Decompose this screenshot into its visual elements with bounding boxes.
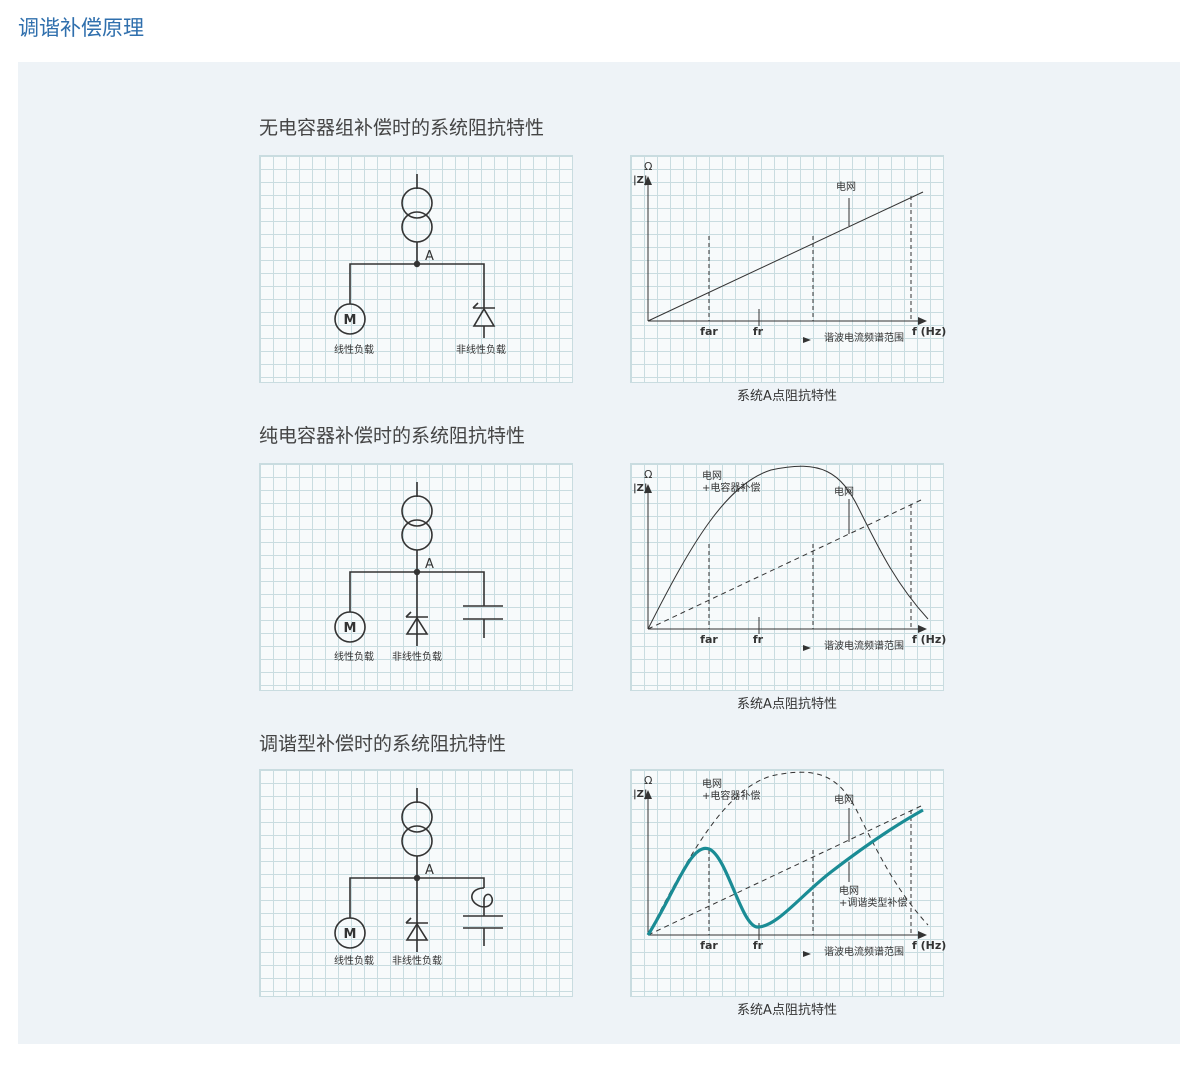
nonlinear-load-label: 非线性负载 [456, 343, 506, 356]
node-a-label: A [425, 863, 434, 878]
transformer-coil-top [401, 495, 433, 527]
node-a-dot [413, 874, 421, 882]
harmonic-range-label: 谐波电流频谱范围 [824, 945, 904, 958]
z-axis-label: |Z| [633, 789, 648, 800]
transformer-coil-top [401, 187, 433, 219]
grid-curve-label: 电网 [836, 180, 856, 193]
z-axis-label: |Z| [633, 175, 648, 186]
far-label: far [700, 939, 718, 952]
linear-load-label: 线性负载 [334, 954, 374, 967]
thyristor-triangle [405, 922, 429, 941]
motor-circle [334, 303, 366, 335]
section-title-no-compensation: 无电容器组补偿时的系统阻抗特性 [259, 117, 545, 139]
x-axis-arrow [918, 317, 927, 325]
motor-circle [334, 917, 366, 949]
linear-load-label: 线性负载 [334, 650, 374, 663]
node-a-label: A [425, 557, 434, 572]
harmonic-range-label: 谐波电流频谱范围 [824, 639, 904, 652]
omega-label: Ω [644, 774, 652, 787]
bus-bar [349, 263, 485, 308]
z-axis-label: |Z| [633, 483, 648, 494]
far-label: far [700, 325, 718, 338]
omega-label: Ω [644, 160, 652, 173]
linear-load-label: 线性负载 [334, 343, 374, 356]
thyristor-gate [472, 302, 479, 309]
x-axis-arrow [918, 625, 927, 633]
graph-svg-2: Ω |Z| 电网 +电容器补偿 电网 far fr 谐波电流频谱范围 f (Hz… [633, 465, 946, 652]
graph-caption-1: 系统A点阻抗特性 [737, 389, 837, 404]
harmonic-range-arrow [803, 951, 811, 957]
section-title-tuned-compensation: 调谐型补偿时的系统阻抗特性 [259, 733, 507, 755]
motor-label: M [344, 621, 357, 636]
thyristor-triangle [405, 616, 429, 635]
circuit-svg-3: A M 线性负载 非线性负载 [334, 788, 503, 967]
frequency-axis-label: f (Hz) [912, 939, 946, 952]
far-label: far [700, 633, 718, 646]
circuit-svg-2: A M 线性负载 非线性负载 [334, 482, 503, 663]
grid-impedance-dashed-line [647, 805, 922, 936]
circuit-diagram-tuned-compensation: A M 线性负载 非线性负载 [259, 769, 573, 997]
grid-plus-capacitor-label-line1: 电网 [702, 469, 722, 482]
thyristor-gate [405, 917, 412, 924]
fr-label: fr [753, 939, 764, 952]
harmonic-range-arrow [803, 645, 811, 651]
harmonic-range-arrow [803, 337, 811, 343]
frequency-axis-label: f (Hz) [912, 325, 946, 338]
omega-label: Ω [644, 468, 652, 481]
circuit-diagram-no-compensation: A M 线性负载 非线性负载 [259, 155, 573, 383]
section-title-capacitor-compensation: 纯电容器补偿时的系统阻抗特性 [259, 425, 526, 447]
grid-plus-capacitor-label-line2: +电容器补偿 [702, 481, 760, 494]
motor-label: M [344, 313, 357, 328]
grid-plus-capacitor-label-line2: +电容器补偿 [702, 789, 760, 802]
transformer-coil-bottom [401, 519, 433, 551]
graph-svg-3: Ω |Z| 电网 +电容器补偿 电网 电网 +调谐类型补偿 far fr 谐波电… [633, 771, 946, 958]
transformer-coil-bottom [401, 825, 433, 857]
graph-caption-3: 系统A点阻抗特性 [737, 1003, 837, 1018]
node-a-dot [413, 568, 421, 576]
grid-plus-capacitor-label-line1: 电网 [702, 777, 722, 790]
content-panel [18, 62, 1180, 1044]
motor-label: M [344, 927, 357, 942]
thyristor-gate [405, 611, 412, 618]
fr-label: fr [753, 325, 764, 338]
node-a-dot [413, 260, 421, 268]
fr-label: fr [753, 633, 764, 646]
grid-plus-capacitor-dashed-curve [647, 771, 929, 936]
node-a-label: A [425, 249, 434, 264]
graph-svg-1: Ω |Z| 电网 far fr 谐波电流频谱范围 f (Hz) [633, 160, 946, 344]
grid-plus-tuned-label-line2: +调谐类型补偿 [839, 896, 907, 909]
grid-impedance-dashed-line [647, 499, 922, 630]
nonlinear-load-label: 非线性负载 [392, 650, 442, 663]
x-axis-arrow [918, 931, 927, 939]
grid-curve-label: 电网 [834, 485, 854, 498]
frequency-axis-label: f (Hz) [912, 633, 946, 646]
reactor-coil [471, 887, 494, 916]
grid-curve-label: 电网 [834, 793, 854, 806]
y-axis-arrow [644, 484, 652, 493]
impedance-graph-no-compensation: Ω |Z| 电网 far fr 谐波电流频谱范围 f (Hz) [630, 155, 946, 383]
impedance-graph-tuned-compensation: Ω |Z| 电网 +电容器补偿 电网 电网 +调谐类型补偿 far fr 谐波电… [630, 769, 946, 997]
graph-caption-2: 系统A点阻抗特性 [737, 697, 837, 712]
y-axis-arrow [644, 790, 652, 799]
thyristor-triangle [472, 307, 496, 327]
grid-impedance-line [647, 191, 924, 322]
transformer-coil-bottom [401, 211, 433, 243]
page-title: 调谐补偿原理 [18, 16, 144, 40]
harmonic-range-label: 谐波电流频谱范围 [824, 331, 904, 344]
nonlinear-load-label: 非线性负载 [392, 954, 442, 967]
circuit-svg-1: A M 线性负载 非线性负载 [334, 174, 506, 356]
tuned-compensation-curve [646, 808, 924, 936]
transformer-coil-top [401, 801, 433, 833]
impedance-graph-capacitor-compensation: Ω |Z| 电网 +电容器补偿 电网 far fr 谐波电流频谱范围 f (Hz… [630, 463, 946, 691]
circuit-diagram-capacitor-compensation: A M 线性负载 非线性负载 [259, 463, 573, 691]
y-axis-arrow [644, 176, 652, 185]
grid-plus-tuned-label-line1: 电网 [839, 884, 859, 897]
motor-circle [334, 611, 366, 643]
grid-plus-capacitor-curve [647, 465, 929, 630]
